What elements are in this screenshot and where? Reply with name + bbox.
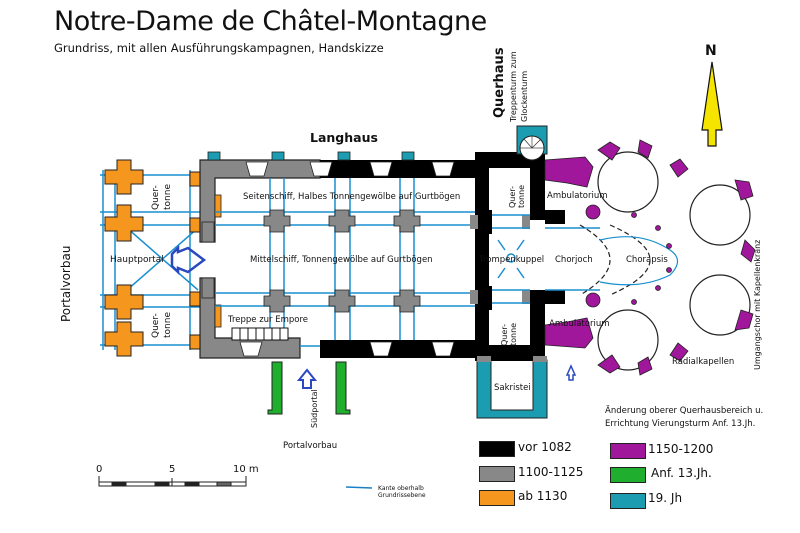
scale-tick-5: 5 [169,464,175,475]
label-radialkapellen: Radialkapellen [672,357,734,367]
label-chorapsis: Chorapsis [626,255,668,265]
label-mittelschiff: Mittelschiff, Tonnengewölbe auf Gurtböge… [250,255,433,265]
legend-swatch-anf-13jh [610,467,646,483]
hauptportal-arrow-icon [170,244,207,276]
suedportal-arrow-icon [296,368,318,389]
edge-legend-line2: Grundrissebene [378,492,426,499]
legend-swatch-vor-1082 [479,441,515,457]
legend-label: Anf. 13.Jh. [651,466,712,480]
label-quertonne-bottom-1: Quer- [151,313,161,338]
legend-label: vor 1082 [518,440,572,454]
chevet [544,139,756,376]
edge-legend-line1: Kante oberhalb [378,485,424,492]
transept [470,125,600,419]
label-ambulatorium-north: Ambulatorium [547,191,608,201]
label-sakristei: Sakristei [494,383,531,393]
legend-swatch-1100-1125 [479,466,515,482]
label-quertonne-top-1: Quer- [151,185,161,210]
north-arrow-icon [701,61,723,147]
note-line2: Errichtung Vierungsturm Anf. 13.Jh. [605,419,755,429]
label-seitenschiff: Seitenschiff, Halbes Tonnengewölbe auf G… [243,192,460,202]
south-porch [267,361,351,415]
label-umgangschor: Umgangschor mit Kapellenkranz [753,240,762,370]
label-hauptportal: Hauptportal [110,255,164,265]
label-quertonne-s-1: Quer- [500,324,509,346]
page-subtitle: Grundriss, mit allen Ausführungskampagne… [54,41,384,55]
north-label: N [705,43,717,59]
nave [170,151,480,359]
label-langhaus: Langhaus [310,130,378,145]
label-treppenturm-1: Treppenturm zum [509,51,518,123]
label-portalvorbau-south: Portalvorbau [283,441,337,451]
note-line1: Änderung oberer Querhausbereich u. [605,405,763,416]
label-quertonne-s-2: tonne [509,323,518,346]
legend-label: 19. Jh [648,491,683,505]
legend-label: ab 1130 [518,489,568,503]
legend-swatch-ab-1130 [479,490,515,506]
label-treppenturm-2: Glockenturm [520,71,529,122]
label-quertonne-bottom-2: tonne [163,312,173,338]
legend-swatch-1150-1200 [610,443,646,459]
edge-legend-line [345,486,373,489]
legend-swatch-19jh [610,493,646,509]
scale-bar [98,476,247,487]
page-title: Notre-Dame de Châtel-Montagne [54,6,487,37]
label-chorjoch: Chorjoch [555,255,593,265]
west-porch [100,159,203,357]
label-quertonne-n-2: tonne [517,185,526,208]
label-quertonne-top-2: tonne [163,184,173,210]
label-suedportal: Südportal [310,389,319,428]
label-querhaus: Querhaus [492,47,507,118]
label-treppe: Treppe zur Empore [227,315,308,325]
label-trompenkuppel: Trompenkuppel [478,255,544,265]
scale-tick-10: 10 m [233,464,259,475]
label-ambulatorium-south: Ambulatorium [549,319,610,329]
label-portalvorbau-west: Portalvorbau [59,246,73,322]
scale-tick-0: 0 [96,464,102,475]
label-quertonne-n-1: Quer- [508,186,517,208]
legend-label: 1150-1200 [648,442,714,456]
legend-label: 1100-1125 [518,465,584,479]
east-door-arrow-icon [565,364,577,381]
